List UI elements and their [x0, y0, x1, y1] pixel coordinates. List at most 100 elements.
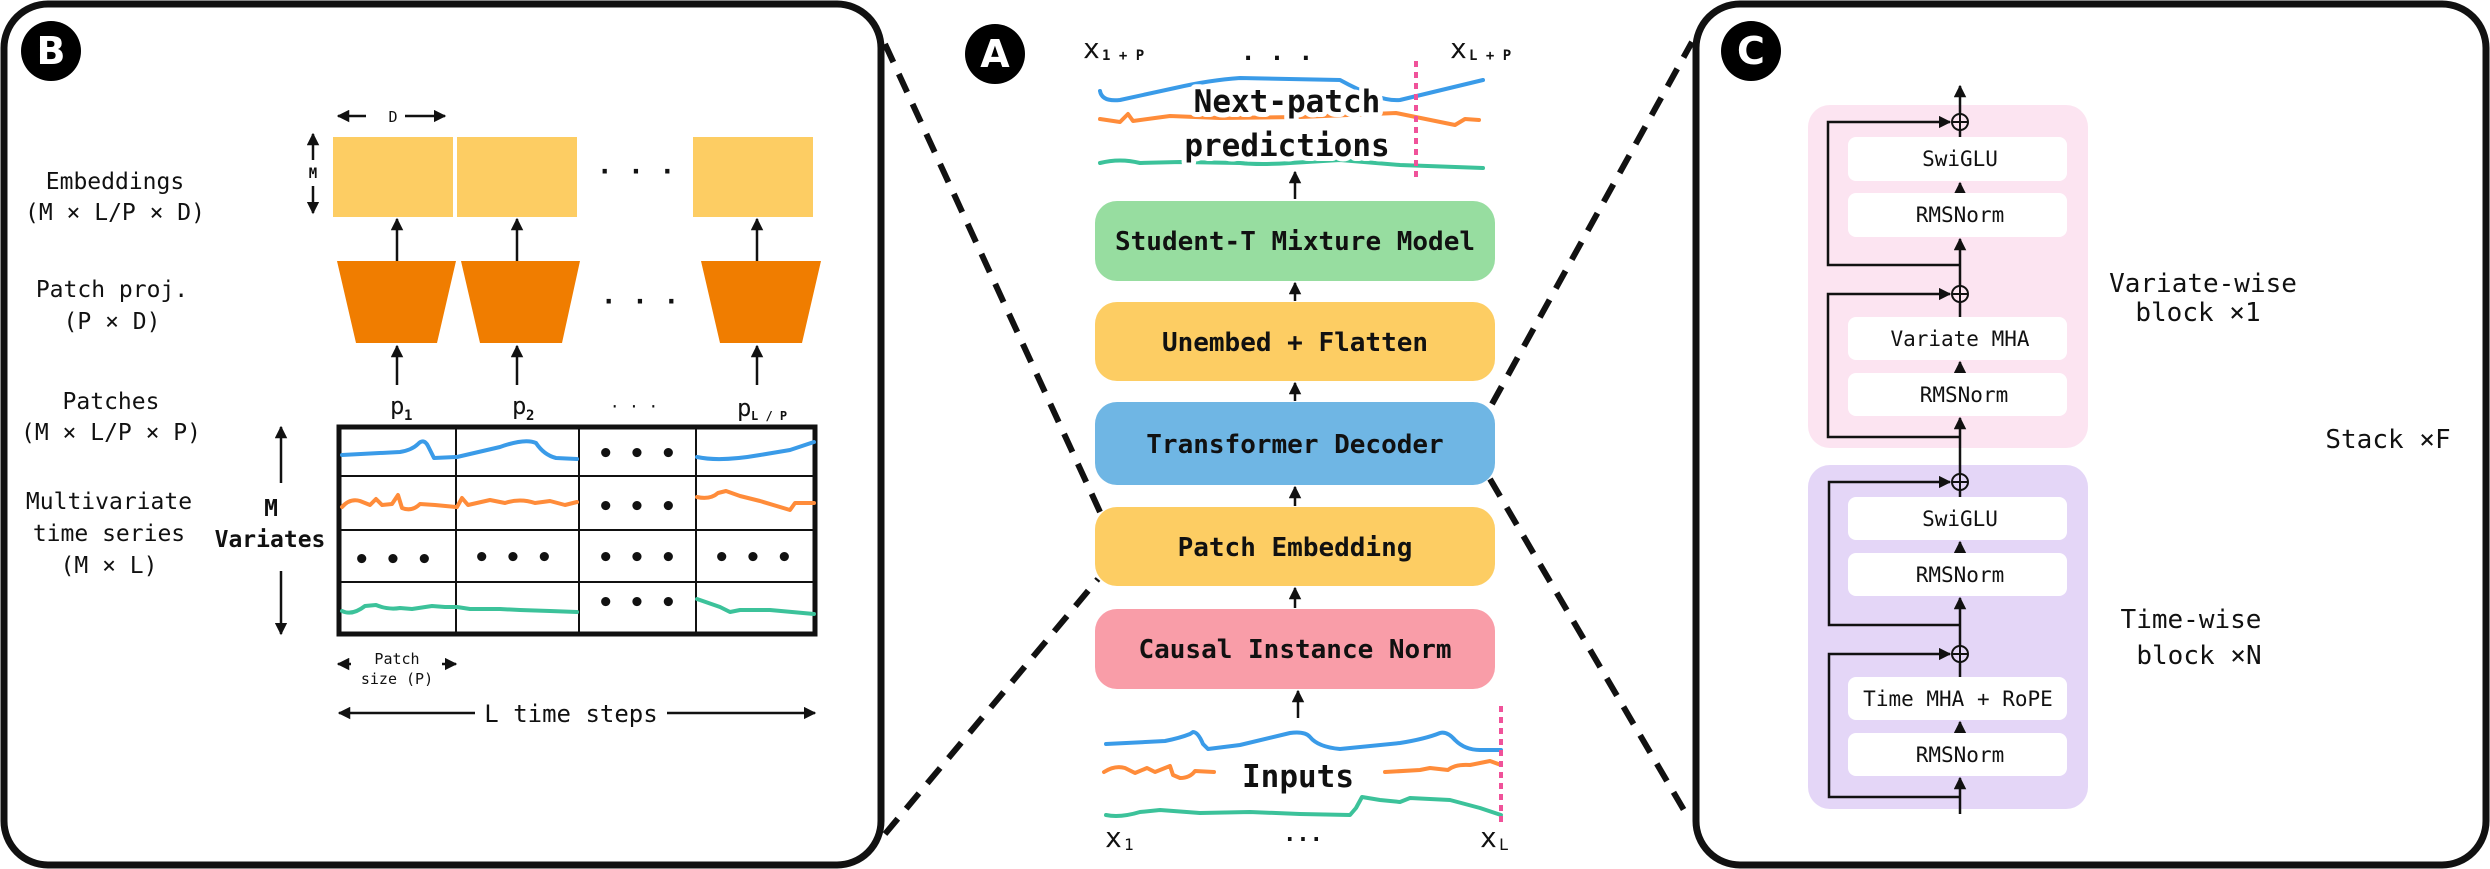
add-icons [1951, 113, 1969, 663]
variate-mha: Variate MHA [1890, 327, 2029, 351]
embedding-blocks [333, 137, 813, 217]
input-series [1102, 730, 1503, 818]
box-label: Unembed + Flatten [1162, 328, 1428, 358]
input-first-x: x [1105, 821, 1122, 854]
panel-b-patching: B D M · · · · · · [0, 0, 885, 869]
panel-c-badge [1721, 21, 1781, 81]
prediction-series [1098, 76, 1485, 170]
projection-ellipsis: · · · [601, 287, 679, 317]
panel-a-architecture: A x 1 + P . . . x L + P Next-patch predi… [965, 24, 1511, 854]
embedding-block [333, 137, 453, 217]
mts-shape: (M × L) [61, 553, 158, 579]
input-ellipsis: ··· [1283, 828, 1323, 853]
stack-label: Stack ×F [2325, 425, 2450, 455]
output-last-x: x [1450, 32, 1467, 65]
output-last-sub: L + P [1469, 48, 1511, 64]
input-first-sub: 1 [1124, 835, 1134, 854]
cell-ellipsis: • • • [714, 543, 792, 573]
panel-c-badge-label: C [1737, 29, 1765, 73]
time-rmsnorm-2: RMSNorm [1916, 563, 2005, 587]
grid-ellipses: • • • • • • • • • • • • • • • • • • • • … [354, 439, 792, 618]
connector-b-bottom [882, 577, 1101, 836]
embeddings-label: Embeddings [46, 169, 184, 195]
time-block-boxes: SwiGLU RMSNorm Time MHA + RoPE RMSNorm [1848, 497, 2067, 776]
patch-label-ellipsis: · · · [610, 397, 658, 416]
embedding-ellipsis: · · · [597, 157, 675, 187]
patch-proj-label: Patch proj. [36, 277, 188, 303]
mts-label-1: Multivariate [26, 489, 192, 515]
patch-label-p2-sub-text: 2 [526, 408, 534, 424]
embedding-block [457, 137, 577, 217]
connector-b-top [882, 42, 1103, 514]
box-causal-instance-norm: Causal Instance Norm [1095, 609, 1495, 689]
patches-shape: (M × L/P × P) [21, 420, 201, 446]
time-block-label-2: block ×N [2136, 641, 2261, 671]
panel-a-badge [965, 24, 1025, 84]
add-icon [1951, 285, 1969, 303]
patch-proj-shape: (P × D) [64, 309, 161, 335]
dim-d-label: D [388, 108, 397, 126]
patch-size-label-2: size (P) [361, 670, 433, 688]
patch-label-p1-sub: 1 [404, 408, 412, 424]
variate-block-label-2: block ×1 [2135, 298, 2260, 328]
patch-label-p2: p [512, 392, 526, 420]
patches-label: Patches [63, 389, 160, 415]
time-rmsnorm-1: RMSNorm [1916, 743, 2005, 767]
patch-projection [337, 261, 456, 343]
variates-label: Variates [215, 527, 326, 553]
flow-arrows-a [1288, 170, 1305, 718]
cell-ellipsis: • • • [474, 543, 552, 573]
output-first-sub: 1 + P [1102, 48, 1144, 64]
predictions-title-2: predictions [1184, 128, 1389, 164]
variate-block-bg [1808, 105, 2088, 448]
input-last-sub: L [1499, 835, 1509, 854]
panel-b-badge-label: B [37, 29, 66, 73]
time-mha-rope: Time MHA + RoPE [1863, 687, 2053, 711]
variates-m: M [264, 496, 278, 522]
connector-c-bottom [1487, 477, 1691, 819]
patch-label-p1: p [390, 392, 404, 420]
cell-ellipsis: • • • [598, 439, 676, 469]
box-unembed-flatten: Unembed + Flatten [1095, 302, 1495, 381]
variate-rmsnorm-1: RMSNorm [1920, 383, 2009, 407]
panel-c-decoder-block: C [1692, 0, 2490, 869]
time-steps-label: L time steps [484, 700, 657, 728]
residual-connections [1826, 84, 1967, 814]
patch-projection [701, 261, 821, 343]
cell-ellipsis: • • • [598, 543, 676, 573]
patch-projection [461, 261, 580, 343]
box-label: Causal Instance Norm [1138, 635, 1451, 665]
zoom-connectors [882, 40, 1695, 836]
add-icon [1951, 113, 1969, 131]
box-patch-embedding: Patch Embedding [1095, 507, 1495, 586]
inputs-title: Inputs [1242, 759, 1354, 795]
panel-a-badge-label: A [980, 32, 1010, 76]
time-swiglu: SwiGLU [1922, 507, 1998, 531]
box-label: Transformer Decoder [1146, 430, 1443, 460]
dim-m-label: M [309, 166, 317, 182]
cell-ellipsis: • • • [598, 492, 676, 522]
output-ellipsis: . . . [1241, 38, 1313, 66]
predictions-title-1: Next-patch [1194, 84, 1381, 120]
embedding-block [693, 137, 813, 217]
output-first-x: x [1083, 32, 1100, 65]
cell-ellipsis: • • • [354, 545, 432, 575]
mts-label-2: time series [33, 521, 185, 547]
variate-swiglu: SwiGLU [1922, 147, 1998, 171]
embeddings-shape: (M × L/P × D) [25, 200, 205, 226]
box-student-t-mixture: Student-T Mixture Model [1095, 201, 1495, 281]
time-block-label-1: Time-wise [2121, 605, 2262, 635]
variate-block-boxes: SwiGLU RMSNorm Variate MHA RMSNorm [1848, 137, 2067, 416]
grid-series [340, 439, 816, 616]
panel-b-badge [21, 21, 81, 81]
flow-arrows-b [390, 217, 764, 385]
patch-size-label-1: Patch [374, 650, 419, 668]
time-block-bg [1808, 465, 2088, 809]
box-transformer-decoder: Transformer Decoder [1095, 402, 1495, 485]
panel-b-frame [0, 0, 885, 869]
variate-rmsnorm-2: RMSNorm [1916, 203, 2005, 227]
add-icon [1951, 473, 1969, 491]
cell-ellipsis: • • • [598, 588, 676, 618]
input-last-x: x [1480, 821, 1497, 854]
